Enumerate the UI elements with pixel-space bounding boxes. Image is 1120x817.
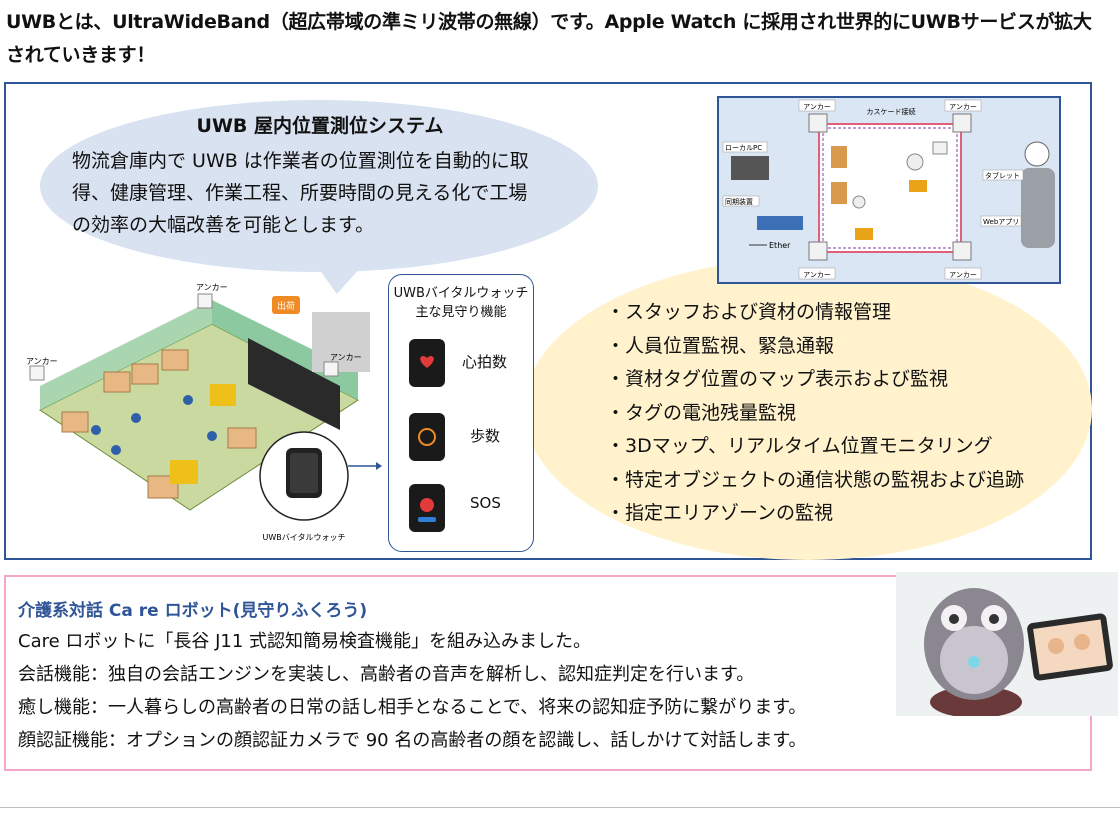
box-icon (61, 411, 89, 433)
system-diagram: アンカー アンカー アンカー アンカー カスケード接続 ローカルPC 同期装置 … (717, 96, 1061, 284)
feature-item: ・3Dマップ、リアルタイム位置モニタリング (606, 435, 993, 457)
exit-sign (272, 296, 300, 314)
anchor-icon (323, 361, 339, 377)
anchor-label: アンカー (26, 357, 58, 366)
uwb-description: 物流倉庫内で UWB は作業者の位置測位を自動的に取 得、健康管理、作業工程、所… (72, 145, 584, 241)
sos-label: SOS (470, 494, 501, 512)
worker-icon (111, 445, 121, 455)
uwb-description-bubble (40, 100, 598, 272)
care-line: 癒し機能：一人暮らしの高齢者の日常の話し相手となることで、将来の認知症予防に繋が… (18, 697, 807, 718)
watch-panel-title-line2: 主な見守り機能 (415, 305, 507, 320)
anchor-label: アンカー (949, 271, 977, 279)
webapp-label: Webアプリ (983, 218, 1019, 226)
worker-icon (183, 395, 193, 405)
box-icon (103, 371, 131, 393)
anchor-icon (808, 113, 828, 133)
box-icon (161, 349, 189, 371)
feature-item: ・資材タグ位置のマップ表示および監視 (606, 368, 949, 390)
system-diagram-svg: アンカー アンカー アンカー アンカー カスケード接続 ローカルPC 同期装置 … (722, 99, 1055, 280)
shelf-icon (831, 146, 847, 168)
anchor-icon (952, 241, 972, 261)
uwb-description-line: 物流倉庫内で UWB は作業者の位置測位を自動的に取 (72, 150, 529, 172)
tag-icon (852, 195, 866, 209)
worker-icon (131, 413, 141, 423)
owl-robot-svg (896, 572, 1118, 718)
exit-label: 出荷 (277, 300, 295, 312)
feature-item: ・タグの電池残量監視 (606, 401, 797, 424)
box-icon (131, 363, 159, 385)
anchor-label: アンカー (330, 353, 362, 362)
worker-icon (207, 431, 217, 441)
feature-item: ・指定エリアゾーンの監視 (606, 502, 834, 524)
anchor-label: アンカー (196, 283, 228, 292)
anchor-icon (197, 293, 213, 309)
owl-light (968, 656, 980, 668)
care-line: Care ロボットに「長谷 J11 式認知簡易検査機能」を組み込みました。 (18, 631, 592, 652)
heart-rate-watch-icon (409, 339, 445, 387)
watch-caption: UWBバイタルウォッチ (263, 533, 346, 542)
watch-panel-title-line1: UWBバイタルウォッチ (393, 286, 529, 301)
pc-icon (731, 156, 769, 180)
watch-heart-rate (408, 338, 446, 392)
anchor-label: アンカー (949, 103, 977, 111)
watch-panel-title: UWBバイタルウォッチ 主な見守り機能 (388, 284, 534, 322)
uwb-description-line: の効率の大幅改善を可能とします。 (72, 214, 375, 236)
ether-label: Ether (769, 241, 791, 250)
worker-helmet-icon (1024, 141, 1050, 167)
sos-watch-icon (409, 484, 445, 532)
switch-icon (757, 216, 803, 230)
uwb-title: UWB 屋内位置測位システム (196, 115, 444, 137)
anchor-label: アンカー (803, 271, 831, 279)
warehouse-illustration: アンカー アンカー アンカー 出荷 UWBバイタルウォッチ (12, 280, 382, 550)
forklift-icon (909, 180, 927, 192)
tag-icon (906, 153, 924, 171)
truck-icon (312, 312, 370, 372)
care-robot-description: Care ロボットに「長谷 J11 式認知簡易検査機能」を組み込みました。 会話… (18, 625, 807, 757)
intro-line-1: UWBとは、UltraWideBand（超広帯域の準ミリ波帯の無線）です。App… (6, 11, 1092, 33)
steps-watch-icon (409, 413, 445, 461)
intro-text: UWBとは、UltraWideBand（超広帯域の準ミリ波帯の無線）です。App… (6, 6, 1116, 72)
care-line: 会話機能：独自の会話エンジンを実装し、高齢者の音声を解析し、認知症判定を行います… (18, 664, 755, 685)
forklift-icon (210, 384, 236, 406)
anchor-label: アンカー (803, 103, 831, 111)
feature-list: ・スタッフおよび資材の情報管理 ・人員位置監視、緊急通報 ・資材タグ位置のマップ… (606, 296, 1024, 531)
tablet-label: タブレット (985, 171, 1020, 180)
sync-label: 同期装置 (725, 197, 753, 206)
forklift-icon (855, 228, 873, 240)
box-icon (227, 427, 257, 449)
feature-item: ・人員位置監視、緊急通報 (606, 334, 835, 357)
feature-item: ・スタッフおよび資材の情報管理 (606, 301, 892, 323)
page-divider (0, 807, 1120, 808)
care-line: 顔認証機能：オプションの顔認証カメラで 90 名の高齢者の顔を認識し、話しかけて… (18, 730, 807, 751)
feature-item: ・特定オブジェクトの通信状態の監視および追跡 (606, 468, 1025, 491)
uwb-description-line: 得、健康管理、作業工程、所要時間の見える化で工場 (72, 182, 528, 204)
features-oval (524, 258, 1092, 560)
steps-label: 歩数 (470, 427, 501, 445)
worker-icon (1021, 168, 1055, 248)
warehouse-svg: アンカー アンカー アンカー 出荷 UWBバイタルウォッチ (26, 283, 382, 542)
anchor-icon (29, 365, 45, 381)
shelf-icon (831, 182, 847, 204)
forklift-icon (170, 460, 198, 484)
local-pc-label: ローカルPC (725, 144, 762, 152)
anchor-icon (808, 241, 828, 261)
care-robot-title: 介護系対話 Ca re ロボット(見守りふくろう) (18, 601, 368, 621)
intro-line-2: されていきます！ (6, 44, 156, 66)
cascade-label: カスケード接続 (867, 107, 916, 116)
worker-icon (91, 425, 101, 435)
watch-sos (408, 483, 446, 537)
watch-steps (408, 412, 446, 466)
uwb-section-frame (4, 82, 1092, 560)
owl-robot-photo (896, 572, 1118, 718)
anchor-icon (952, 113, 972, 133)
heart-rate-label: 心拍数 (462, 353, 508, 371)
